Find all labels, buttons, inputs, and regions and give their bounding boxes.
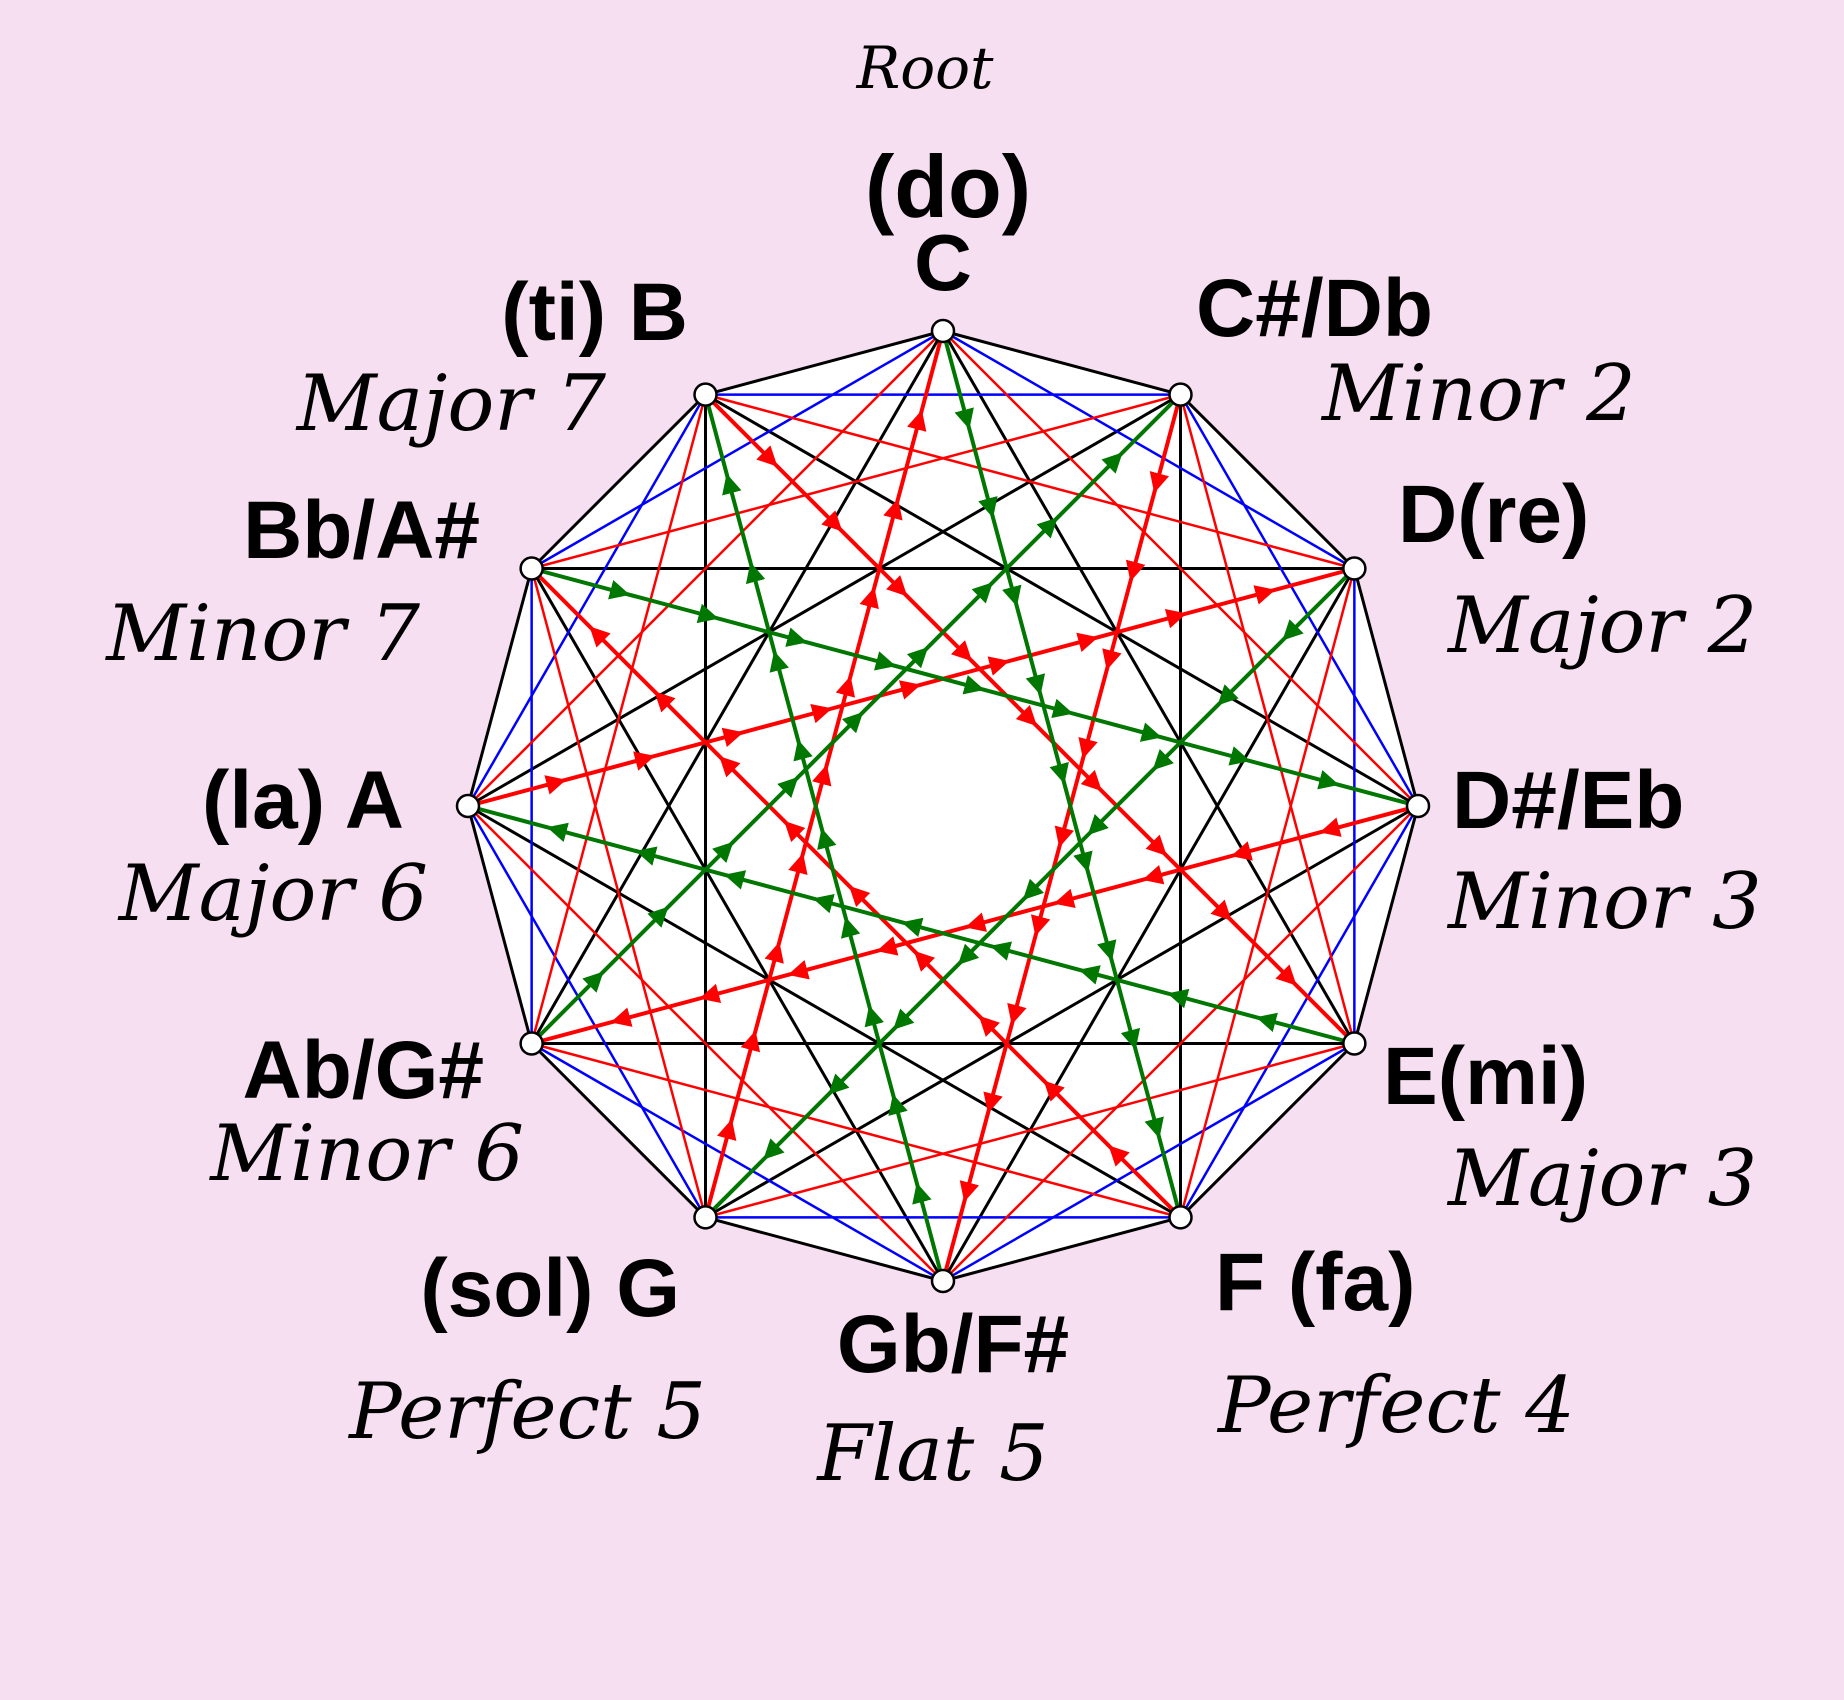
- interval-label-perfect-4: Perfect 4: [1216, 1361, 1575, 1451]
- interval-label-major-7: Major 7: [295, 359, 607, 449]
- interval-label-major-6: Major 6: [117, 849, 428, 939]
- root-label: Root: [856, 34, 995, 102]
- chord-step-1: [705, 1215, 944, 1283]
- note-node: [1405, 793, 1431, 819]
- note-label-a: (la) A: [202, 755, 404, 846]
- interval-label-minor-2: Minor 2: [1320, 349, 1636, 439]
- note-node: [930, 1268, 956, 1294]
- note-node: [519, 556, 544, 581]
- interval-label-major-3: Major 3: [1446, 1134, 1757, 1224]
- note-label-b: (ti) B: [501, 267, 688, 358]
- note-node: [930, 318, 956, 344]
- interval-label-minor-6: Minor 6: [208, 1109, 524, 1199]
- chord-step-1: [1352, 568, 1420, 807]
- note-node: [455, 793, 481, 819]
- note-label-e: E(mi): [1383, 1031, 1588, 1122]
- note-label-c-solfege: (do): [865, 137, 1031, 236]
- note-node: [1168, 1205, 1193, 1230]
- note-node: [519, 1031, 544, 1056]
- note-label-d-sharp: D#/Eb: [1452, 755, 1684, 846]
- note-node: [1342, 556, 1367, 581]
- interval-label-perfect-5: Perfect 5: [347, 1367, 706, 1457]
- interval-label-major-2: Major 2: [1446, 581, 1757, 671]
- chord-step-1: [466, 568, 534, 807]
- note-label-d: D(re): [1398, 469, 1589, 560]
- chord-step-1: [1352, 805, 1420, 1044]
- note-label-c-sharp: C#/Db: [1196, 263, 1433, 354]
- note-label-c: C: [914, 218, 972, 307]
- chord-step-1: [705, 329, 944, 397]
- chord-step-1: [942, 1215, 1181, 1283]
- chord-step-1: [466, 805, 534, 1044]
- note-node: [693, 1205, 718, 1230]
- interval-label-flat-5: Flat 5: [815, 1409, 1048, 1499]
- note-node: [1342, 1031, 1367, 1056]
- chord-step-1: [942, 329, 1181, 397]
- green-star-segment: [531, 566, 1419, 808]
- note-label-f: F (fa): [1215, 1237, 1415, 1328]
- interval-label-minor-3: Minor 3: [1446, 857, 1762, 947]
- note-label-a-flat: Ab/G#: [243, 1025, 484, 1116]
- note-node: [693, 382, 718, 407]
- note-node: [1168, 382, 1193, 407]
- green-star-lines: [467, 330, 1419, 1282]
- interval-label-minor-7: Minor 7: [104, 589, 420, 679]
- note-label-g-flat: Gb/F#: [837, 1299, 1069, 1390]
- note-label-g: (sol) G: [420, 1243, 680, 1334]
- center-circle: [831, 694, 1055, 918]
- note-label-b-flat: Bb/A#: [243, 485, 480, 576]
- note-nodes: [455, 318, 1431, 1294]
